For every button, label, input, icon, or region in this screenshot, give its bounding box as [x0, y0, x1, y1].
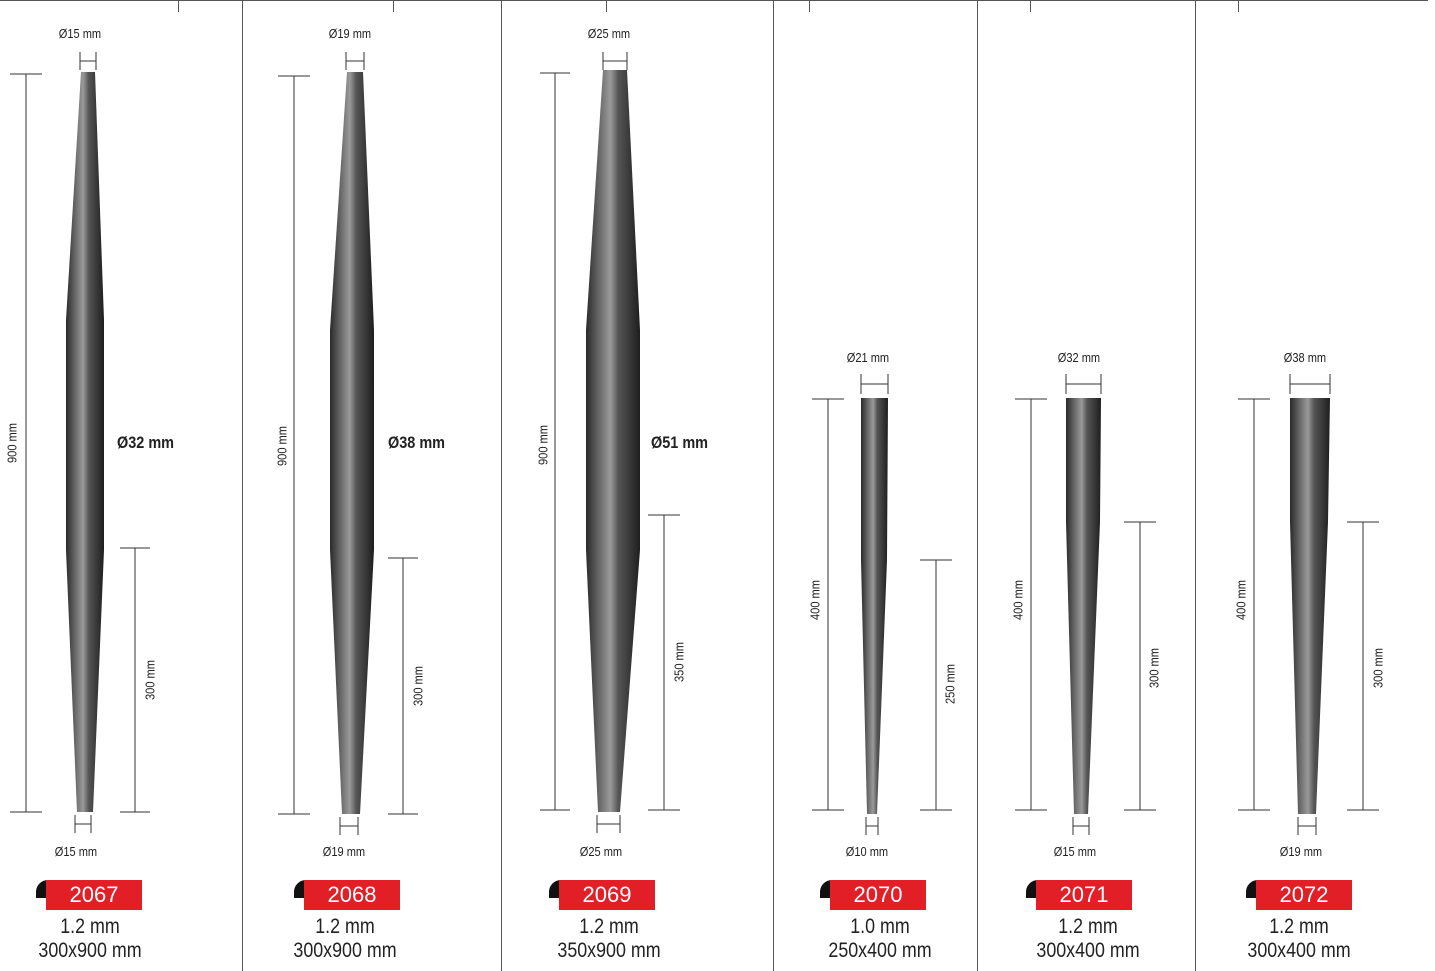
mid-diameter-label: Ø32 mm — [117, 433, 175, 452]
thickness-text: 1.0 mm — [850, 915, 910, 938]
thickness-text: 1.2 mm — [315, 915, 375, 938]
size-text: 300x900 mm — [38, 939, 142, 962]
taper-length-label: 300 mm — [142, 660, 158, 700]
mid-diameter-label: Ø38 mm — [388, 433, 446, 452]
product-spec: 1.2 mm 300x400 mm — [1214, 915, 1384, 963]
taper-length-label: 300 mm — [410, 666, 426, 706]
top-rule — [0, 0, 1428, 4]
top-diameter-label: Ø32 mm — [1057, 350, 1101, 365]
height-label: 400 mm — [1010, 580, 1026, 620]
height-label: 900 mm — [4, 423, 20, 463]
height-label: 400 mm — [807, 580, 823, 620]
thickness-text: 1.2 mm — [579, 915, 639, 938]
picket-2069-drawing — [540, 52, 680, 833]
code-tab-corner — [1246, 880, 1258, 898]
product-code-badge: 2068 — [304, 880, 400, 910]
code-tab-corner — [820, 880, 832, 898]
height-label: 900 mm — [535, 425, 551, 465]
top-tick — [178, 0, 179, 12]
picket-2072-drawing — [1238, 374, 1379, 835]
product-code-badge: 2072 — [1256, 880, 1352, 910]
mid-diameter-label: Ø51 mm — [651, 433, 709, 452]
product-spec: 1.2 mm 300x400 mm — [1003, 915, 1173, 963]
product-spec: 1.0 mm 250x400 mm — [795, 915, 965, 963]
column-divider — [501, 0, 502, 971]
top-diameter-label: Ø15 mm — [58, 26, 102, 41]
code-tab-corner — [294, 880, 306, 898]
column-divider — [773, 0, 774, 971]
top-tick — [606, 0, 607, 12]
taper-length-label: 350 mm — [671, 642, 687, 682]
picket-2071-drawing — [1015, 374, 1156, 835]
bottom-diameter-label: Ø19 mm — [1279, 844, 1323, 859]
code-tab-corner — [1026, 880, 1038, 898]
column-divider — [1195, 0, 1196, 971]
top-tick — [393, 0, 394, 12]
taper-length-label: 300 mm — [1370, 648, 1386, 688]
top-tick — [1238, 0, 1239, 12]
picket-2068-drawing — [278, 52, 418, 835]
thickness-text: 1.2 mm — [60, 915, 120, 938]
column-divider — [977, 0, 978, 971]
top-tick — [809, 0, 810, 12]
product-spec: 1.2 mm 350x900 mm — [524, 915, 694, 963]
column-divider — [242, 0, 243, 971]
size-text: 250x400 mm — [828, 939, 932, 962]
taper-length-label: 250 mm — [942, 664, 958, 704]
product-code-badge: 2067 — [46, 880, 142, 910]
taper-length-label: 300 mm — [1146, 648, 1162, 688]
bottom-diameter-label: Ø15 mm — [1053, 844, 1097, 859]
size-text: 300x400 mm — [1247, 939, 1351, 962]
size-text: 300x400 mm — [1036, 939, 1140, 962]
bottom-diameter-label: Ø10 mm — [845, 844, 889, 859]
size-text: 350x900 mm — [557, 939, 661, 962]
size-text: 300x900 mm — [293, 939, 397, 962]
product-code-badge: 2069 — [559, 880, 655, 910]
top-diameter-label: Ø25 mm — [587, 26, 631, 41]
picket-2070-drawing — [812, 374, 952, 835]
bottom-diameter-label: Ø15 mm — [54, 844, 98, 859]
product-code-badge: 2071 — [1036, 880, 1132, 910]
thickness-text: 1.2 mm — [1058, 915, 1118, 938]
height-label: 900 mm — [274, 426, 290, 466]
thickness-text: 1.2 mm — [1269, 915, 1329, 938]
product-spec: 1.2 mm 300x900 mm — [260, 915, 430, 963]
height-label: 400 mm — [1233, 580, 1249, 620]
bottom-diameter-label: Ø19 mm — [322, 844, 366, 859]
code-tab-corner — [36, 880, 48, 898]
code-tab-corner — [549, 880, 561, 898]
picket-2067-drawing — [10, 52, 150, 833]
top-tick — [1030, 0, 1031, 12]
product-spec: 1.2 mm 300x900 mm — [5, 915, 175, 963]
bottom-diameter-label: Ø25 mm — [579, 844, 623, 859]
top-diameter-label: Ø19 mm — [328, 26, 372, 41]
product-code-badge: 2070 — [830, 880, 926, 910]
top-diameter-label: Ø21 mm — [846, 350, 890, 365]
top-diameter-label: Ø38 mm — [1283, 350, 1327, 365]
